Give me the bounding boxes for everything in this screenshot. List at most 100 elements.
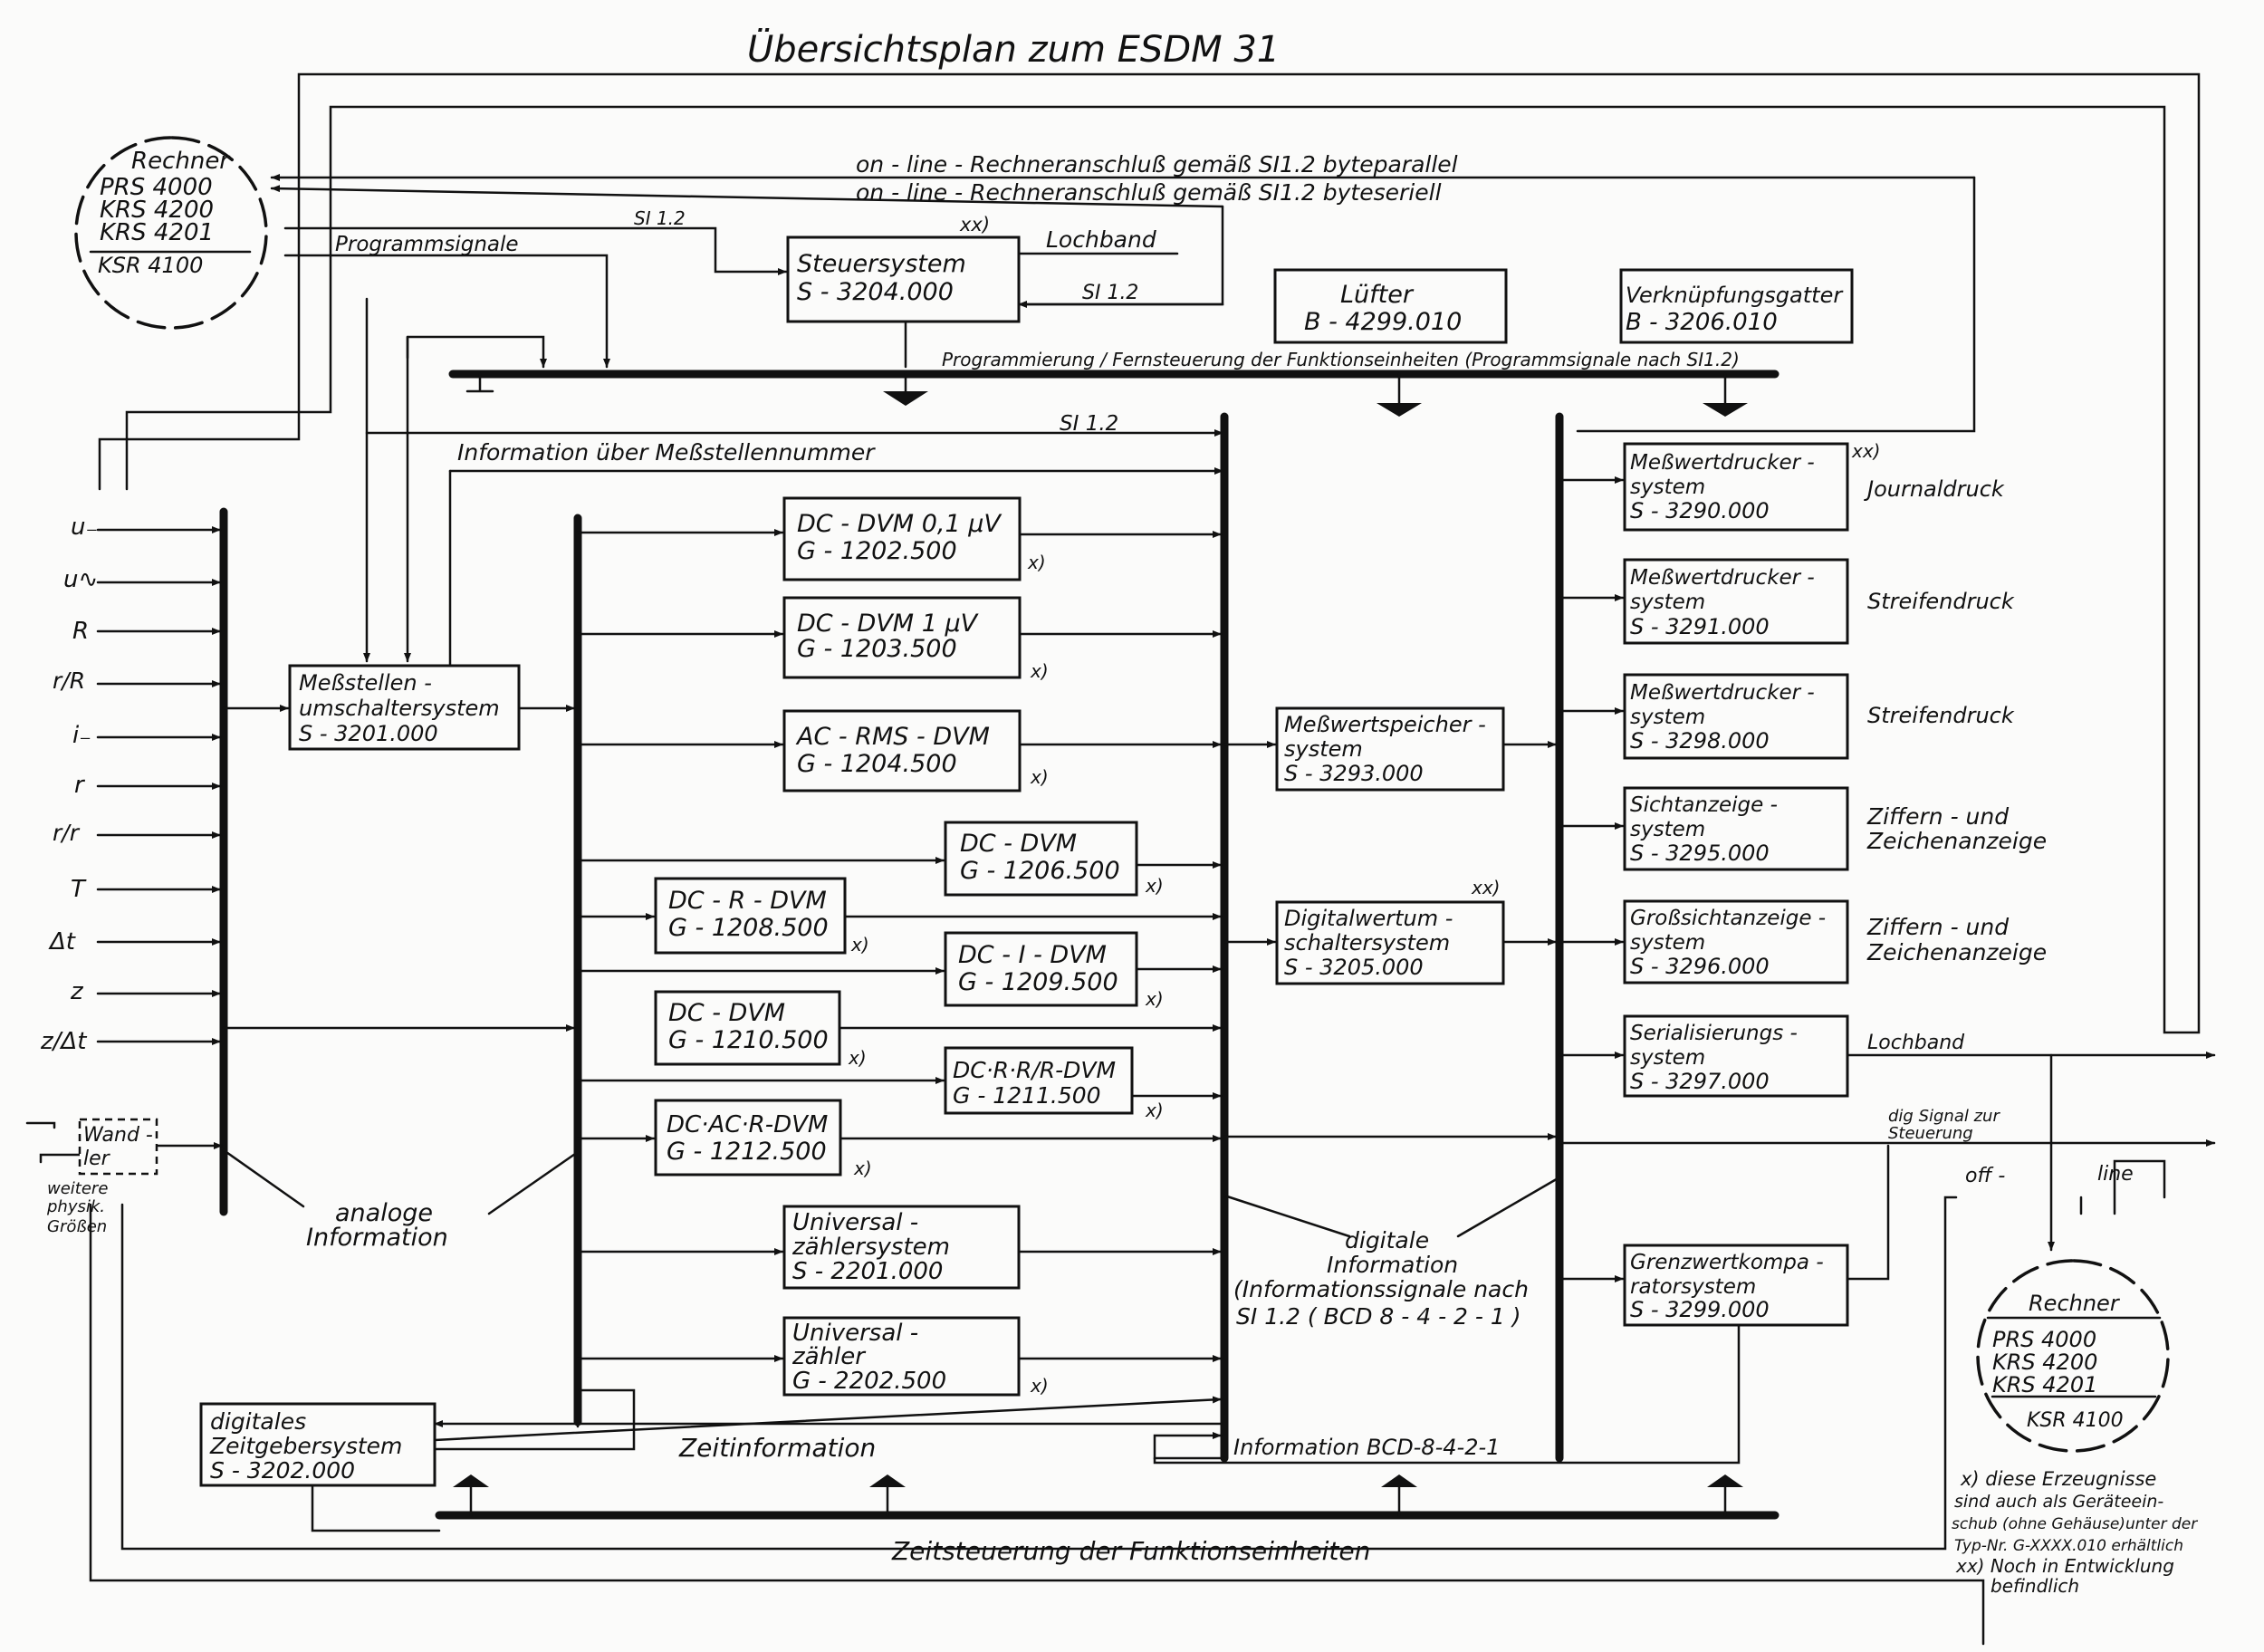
box-luefter — [1273, 268, 1508, 344]
svg-text:r/r: r/r — [53, 820, 81, 846]
ser-l3: S - 3297.000 — [1630, 1069, 1770, 1094]
dvm8-l2: G - 1211.500 — [953, 1082, 1101, 1109]
svg-text:x): x) — [1030, 660, 1049, 682]
ziffern2-l2: Zeichenanzeige — [1866, 939, 2047, 965]
off-label: off - — [1965, 1165, 2005, 1187]
svg-text:z: z — [70, 978, 84, 1005]
gw-l2: ratorsystem — [1630, 1275, 1756, 1299]
box-dvm7 — [654, 990, 841, 1066]
lochband-out-label: Lochband — [1867, 1032, 1965, 1054]
svg-text:xx): xx) — [1471, 877, 1500, 898]
info-bcd-label: Information BCD-8-4-2-1 — [1233, 1435, 1500, 1460]
online-serial-line — [270, 185, 1224, 208]
analog-pointer-2 — [487, 1150, 580, 1215]
rechner-right-title: Rechner — [2029, 1291, 2121, 1316]
box-dvm3 — [782, 709, 1022, 792]
svg-text:x): x) — [850, 934, 869, 956]
svg-text:u∿: u∿ — [63, 566, 98, 593]
rechner-right-model-4: KSR 4100 — [2027, 1409, 2124, 1432]
messst-l1: Meßstellen - — [299, 670, 432, 696]
svg-text:r/R: r/R — [53, 668, 85, 694]
box-uz1 — [782, 1205, 1021, 1290]
steuer-l2: S - 3204.000 — [797, 278, 954, 306]
footnote-1: x) diese Erzeugnisse — [1960, 1468, 2156, 1490]
dvm5-l2: G - 1208.500 — [668, 914, 829, 942]
bcd-right — [1153, 1293, 1741, 1465]
svg-text:Δt: Δt — [48, 928, 76, 956]
dr2-l3: S - 3291.000 — [1630, 614, 1770, 639]
dvm1-l1: DC - DVM 0,1 µV — [797, 510, 1002, 538]
dvm5-l1: DC - R - DVM — [668, 887, 827, 915]
footnote-2: sind auch als Geräteein- — [1954, 1492, 2163, 1512]
dvm7-l1: DC - DVM — [668, 999, 785, 1027]
messst-l3: S - 3201.000 — [299, 721, 438, 746]
online-parallel-right — [1576, 176, 1976, 433]
box-dvm5 — [654, 877, 847, 955]
wandler-l2: ler — [83, 1148, 111, 1170]
dvm1-l2: G - 1202.500 — [797, 537, 957, 565]
dig2-to-right-arrows — [1558, 476, 1625, 1282]
box-dvm1 — [782, 496, 1022, 581]
dvm9-l2: G - 1212.500 — [667, 1138, 827, 1166]
svg-text:x): x) — [1030, 1375, 1049, 1397]
gw-l3: S - 3299.000 — [1630, 1297, 1770, 1322]
online-serial-label: on - line - Rechneranschluß gemäß SI1.2 … — [856, 179, 1442, 206]
dvm7-l2: G - 1210.500 — [668, 1026, 829, 1054]
ser-l2: system — [1630, 1046, 1705, 1070]
svg-text:x): x) — [848, 1047, 867, 1069]
svg-text:x): x) — [1145, 875, 1164, 897]
si-steuer-label: SI 1.2 — [1082, 282, 1138, 304]
dvm2-l2: G - 1203.500 — [797, 635, 957, 663]
uz2-l2: zähler — [791, 1343, 867, 1370]
svg-text:R: R — [72, 618, 89, 645]
dgu-l1: Digitalwertum - — [1284, 906, 1453, 931]
uz1-l2: zählersystem — [791, 1234, 950, 1261]
box-wandler — [78, 1118, 158, 1176]
xx-steuer-label: xx) — [959, 214, 990, 235]
mws-l2: system — [1284, 736, 1363, 762]
left-prog-drop — [406, 335, 543, 367]
box-verknuepfung — [1619, 268, 1854, 344]
svg-text:i₋: i₋ — [72, 722, 91, 749]
dvm6-l2: G - 1209.500 — [958, 968, 1118, 996]
uz1-l1: Universal - — [792, 1209, 918, 1236]
box-dvm8 — [944, 1046, 1134, 1115]
zeitsteuerung-label: Zeitsteuerung der Funktionseinheiten — [891, 1536, 1370, 1566]
rechner-left-model-1: PRS 4000 — [100, 174, 213, 201]
dvm4-l1: DC - DVM — [960, 830, 1077, 858]
digital-l3: (Informationssignale nach — [1233, 1276, 1529, 1302]
gs-l3: S - 3296.000 — [1630, 954, 1770, 979]
mws-l3: S - 3293.000 — [1284, 761, 1424, 786]
box-sicht — [1623, 786, 1849, 871]
zeitg-l1: digitales — [210, 1408, 306, 1435]
streifen1-label: Streifendruck — [1867, 589, 2015, 614]
uz1-l3: S - 2201.000 — [792, 1258, 943, 1285]
box-uz2 — [782, 1316, 1021, 1397]
svg-text:T: T — [71, 876, 87, 903]
lochband-top-label: Lochband — [1046, 226, 1156, 253]
ziffern1-l2: Zeichenanzeige — [1866, 828, 2047, 854]
svg-text:x): x) — [1145, 988, 1164, 1010]
rechner-right-model-3: KRS 4201 — [1992, 1372, 2097, 1397]
ziffern1-l1: Ziffern - und — [1866, 803, 2009, 830]
svg-text:u₋: u₋ — [71, 514, 98, 541]
verkn-l2: B - 3206.010 — [1626, 309, 1778, 336]
svg-text:x): x) — [1145, 1100, 1164, 1121]
analog-to-dvm-arrows — [576, 529, 945, 1362]
dr1-l3: S - 3290.000 — [1630, 498, 1770, 523]
dgu-l3: S - 3205.000 — [1284, 955, 1424, 980]
steuer-l1: Steuersystem — [797, 250, 966, 278]
zeitinformation-label: Zeitinformation — [678, 1433, 876, 1463]
digital-l1: digitale — [1345, 1227, 1429, 1253]
dvm2-l1: DC - DVM 1 µV — [797, 610, 980, 638]
rechner-right-model-1: PRS 4000 — [1992, 1327, 2096, 1352]
steuer-si-line — [283, 226, 788, 275]
online-parallel-label: on - line - Rechneranschluß gemäß SI1.2 … — [856, 151, 1458, 178]
bcd-return — [1153, 1432, 1226, 1460]
prog-bus-drops — [465, 372, 1727, 405]
wandler-l1: Wand - — [83, 1124, 153, 1147]
box-mwspeicher — [1275, 706, 1505, 792]
weitere-3: Größen — [47, 1217, 107, 1236]
